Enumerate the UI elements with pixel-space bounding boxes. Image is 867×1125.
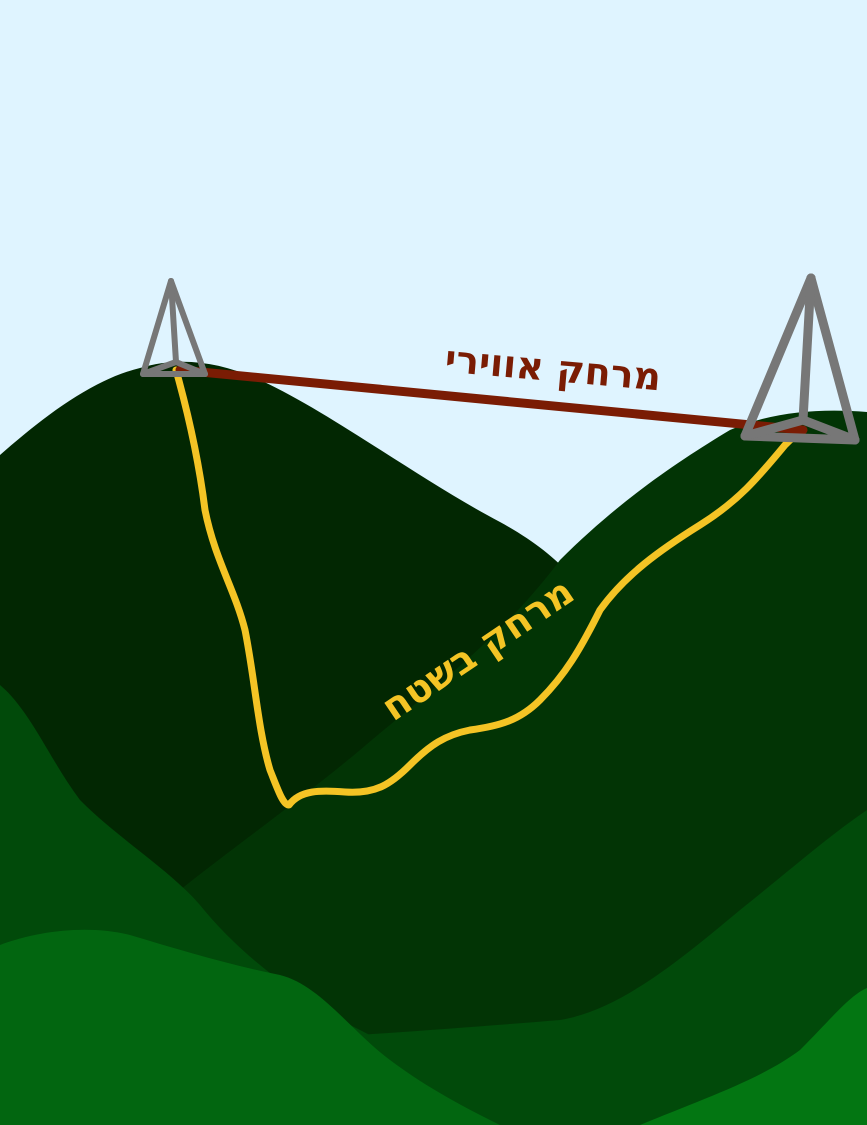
ground-distance-path bbox=[172, 366, 807, 809]
radio-tower-icon bbox=[140, 278, 208, 377]
right-near-hill bbox=[640, 988, 867, 1125]
radio-tower-icon bbox=[740, 273, 860, 445]
right-mid-hill bbox=[360, 810, 867, 1125]
left-near-hill bbox=[0, 929, 500, 1125]
right-mountain bbox=[180, 410, 867, 1125]
air-distance-line bbox=[175, 365, 808, 435]
